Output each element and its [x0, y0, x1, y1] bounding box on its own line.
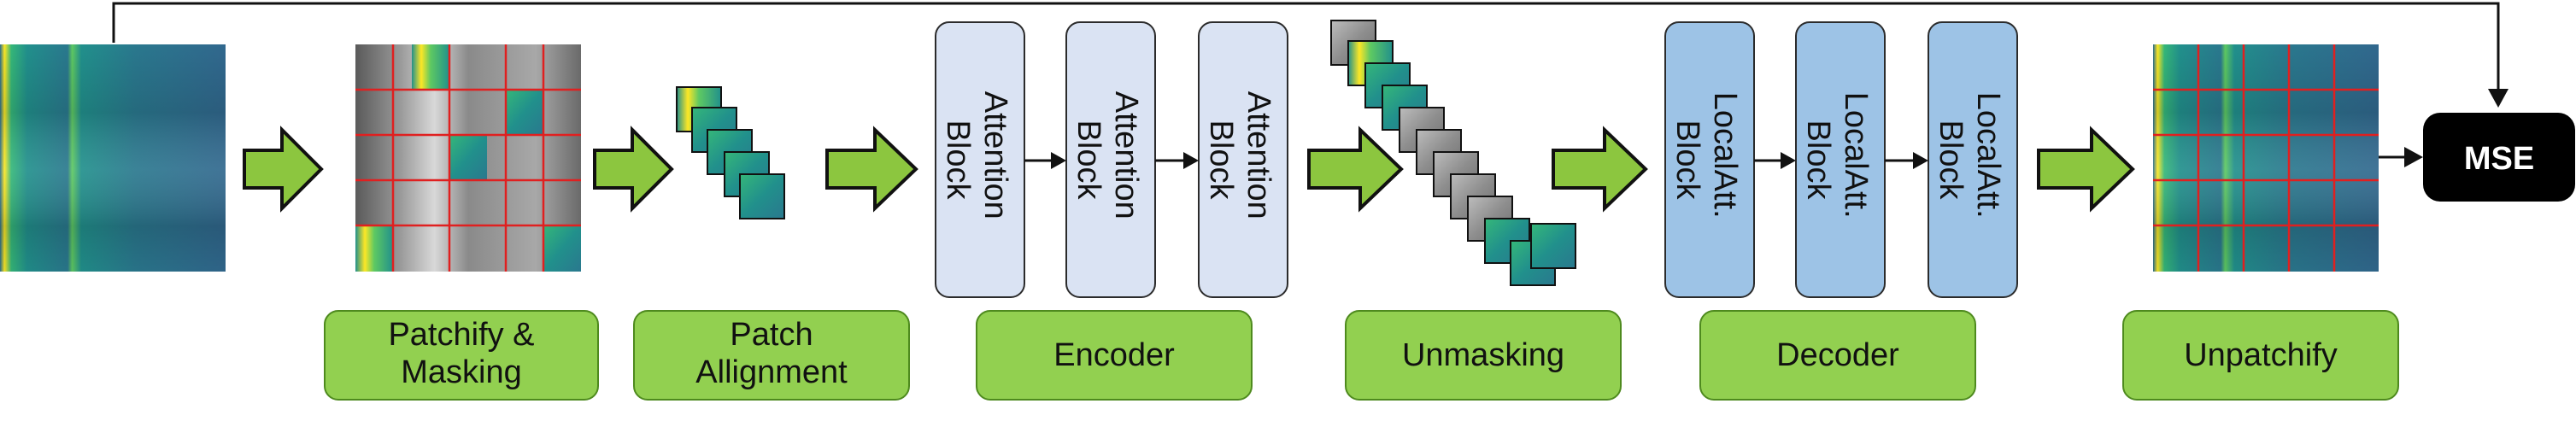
stage-label-alignment: Patch Allignment — [633, 310, 910, 401]
encoder-block-2-line2: Block — [1071, 120, 1106, 201]
stage-label-unpatchify: Unpatchify — [2122, 310, 2399, 401]
encoder-block-3-line1: Attention — [1241, 91, 1276, 219]
flow-arrows — [243, 126, 2135, 213]
mse-label: MSE — [2464, 141, 2534, 177]
decoder-block-3: LocalAtt. Block — [1928, 21, 2018, 298]
encoder-block-1-line2: Block — [940, 120, 976, 201]
decoder-block-2-line1: LocalAtt. — [1838, 92, 1874, 219]
masked-spectrogram — [355, 44, 581, 272]
svg-text:Masking: Masking — [401, 354, 522, 390]
svg-text:Decoder: Decoder — [1776, 337, 1899, 373]
flow-arrow-4 — [1307, 126, 1404, 213]
mse-loss-box: MSE — [2423, 113, 2575, 202]
svg-text:LocalAtt. Block: LocalAtt. Block — [1933, 92, 2006, 227]
stage-label-decoder: Decoder — [1699, 310, 1976, 401]
svg-text:Attention Block: Attention Block — [1071, 91, 1144, 229]
svg-text:Encoder: Encoder — [1053, 337, 1175, 373]
encoder-block-2-line1: Attention — [1108, 91, 1144, 219]
decoder-block-2: LocalAtt. Block — [1795, 21, 1886, 298]
encoder-connector-arrows — [1024, 152, 1199, 169]
reconstructed-spectrogram — [2153, 44, 2379, 272]
decoder-block-1-line1: LocalAtt. — [1707, 92, 1743, 219]
decoder-block-3-line1: LocalAtt. — [1970, 92, 2006, 219]
decoder-connector-arrows — [1754, 152, 1928, 169]
stage-label-encoder: Encoder — [976, 310, 1253, 401]
encoder-block-2: Attention Block — [1065, 21, 1156, 298]
svg-text:Unmasking: Unmasking — [1402, 337, 1564, 373]
flow-arrow-5 — [1552, 126, 1648, 213]
flow-arrow-2 — [593, 126, 674, 213]
encoder-block-1: Attention Block — [935, 21, 1025, 298]
aligned-patch-stack — [676, 86, 785, 219]
encoder-block-1-line1: Attention — [977, 91, 1013, 219]
flow-arrow-6 — [2037, 126, 2135, 213]
output-to-mse-arrow — [2379, 147, 2423, 167]
decoder-block-1: LocalAtt. Block — [1664, 21, 1755, 298]
skip-connection-arrow — [112, 2, 2509, 108]
svg-text:Allignment: Allignment — [695, 354, 848, 390]
input-spectrogram — [0, 44, 226, 272]
flow-arrow-3 — [825, 126, 918, 213]
encoder-block-3: Attention Block — [1198, 21, 1288, 298]
svg-text:Unpatchify: Unpatchify — [2184, 337, 2338, 373]
encoder-block-3-line2: Block — [1203, 120, 1239, 201]
decoder-block-3-line2: Block — [1933, 120, 1969, 201]
svg-text:LocalAtt. Block: LocalAtt. Block — [1669, 92, 1743, 227]
stage-label-patchify: Patchify & Masking — [324, 310, 599, 401]
stage-label-unmasking: Unmasking — [1345, 310, 1622, 401]
svg-text:Attention Block: Attention Block — [940, 91, 1013, 229]
decoder-block-2-line2: Block — [1800, 120, 1836, 201]
svg-text:Attention Block: Attention Block — [1203, 91, 1276, 229]
decoder-block-1-line2: Block — [1669, 120, 1705, 201]
svg-text:Patchify &: Patchify & — [388, 317, 534, 353]
flow-arrow-1 — [243, 126, 324, 213]
svg-text:Patch: Patch — [730, 317, 813, 353]
unmasked-patch-stack — [1330, 20, 1576, 286]
svg-text:LocalAtt. Block: LocalAtt. Block — [1800, 92, 1874, 227]
